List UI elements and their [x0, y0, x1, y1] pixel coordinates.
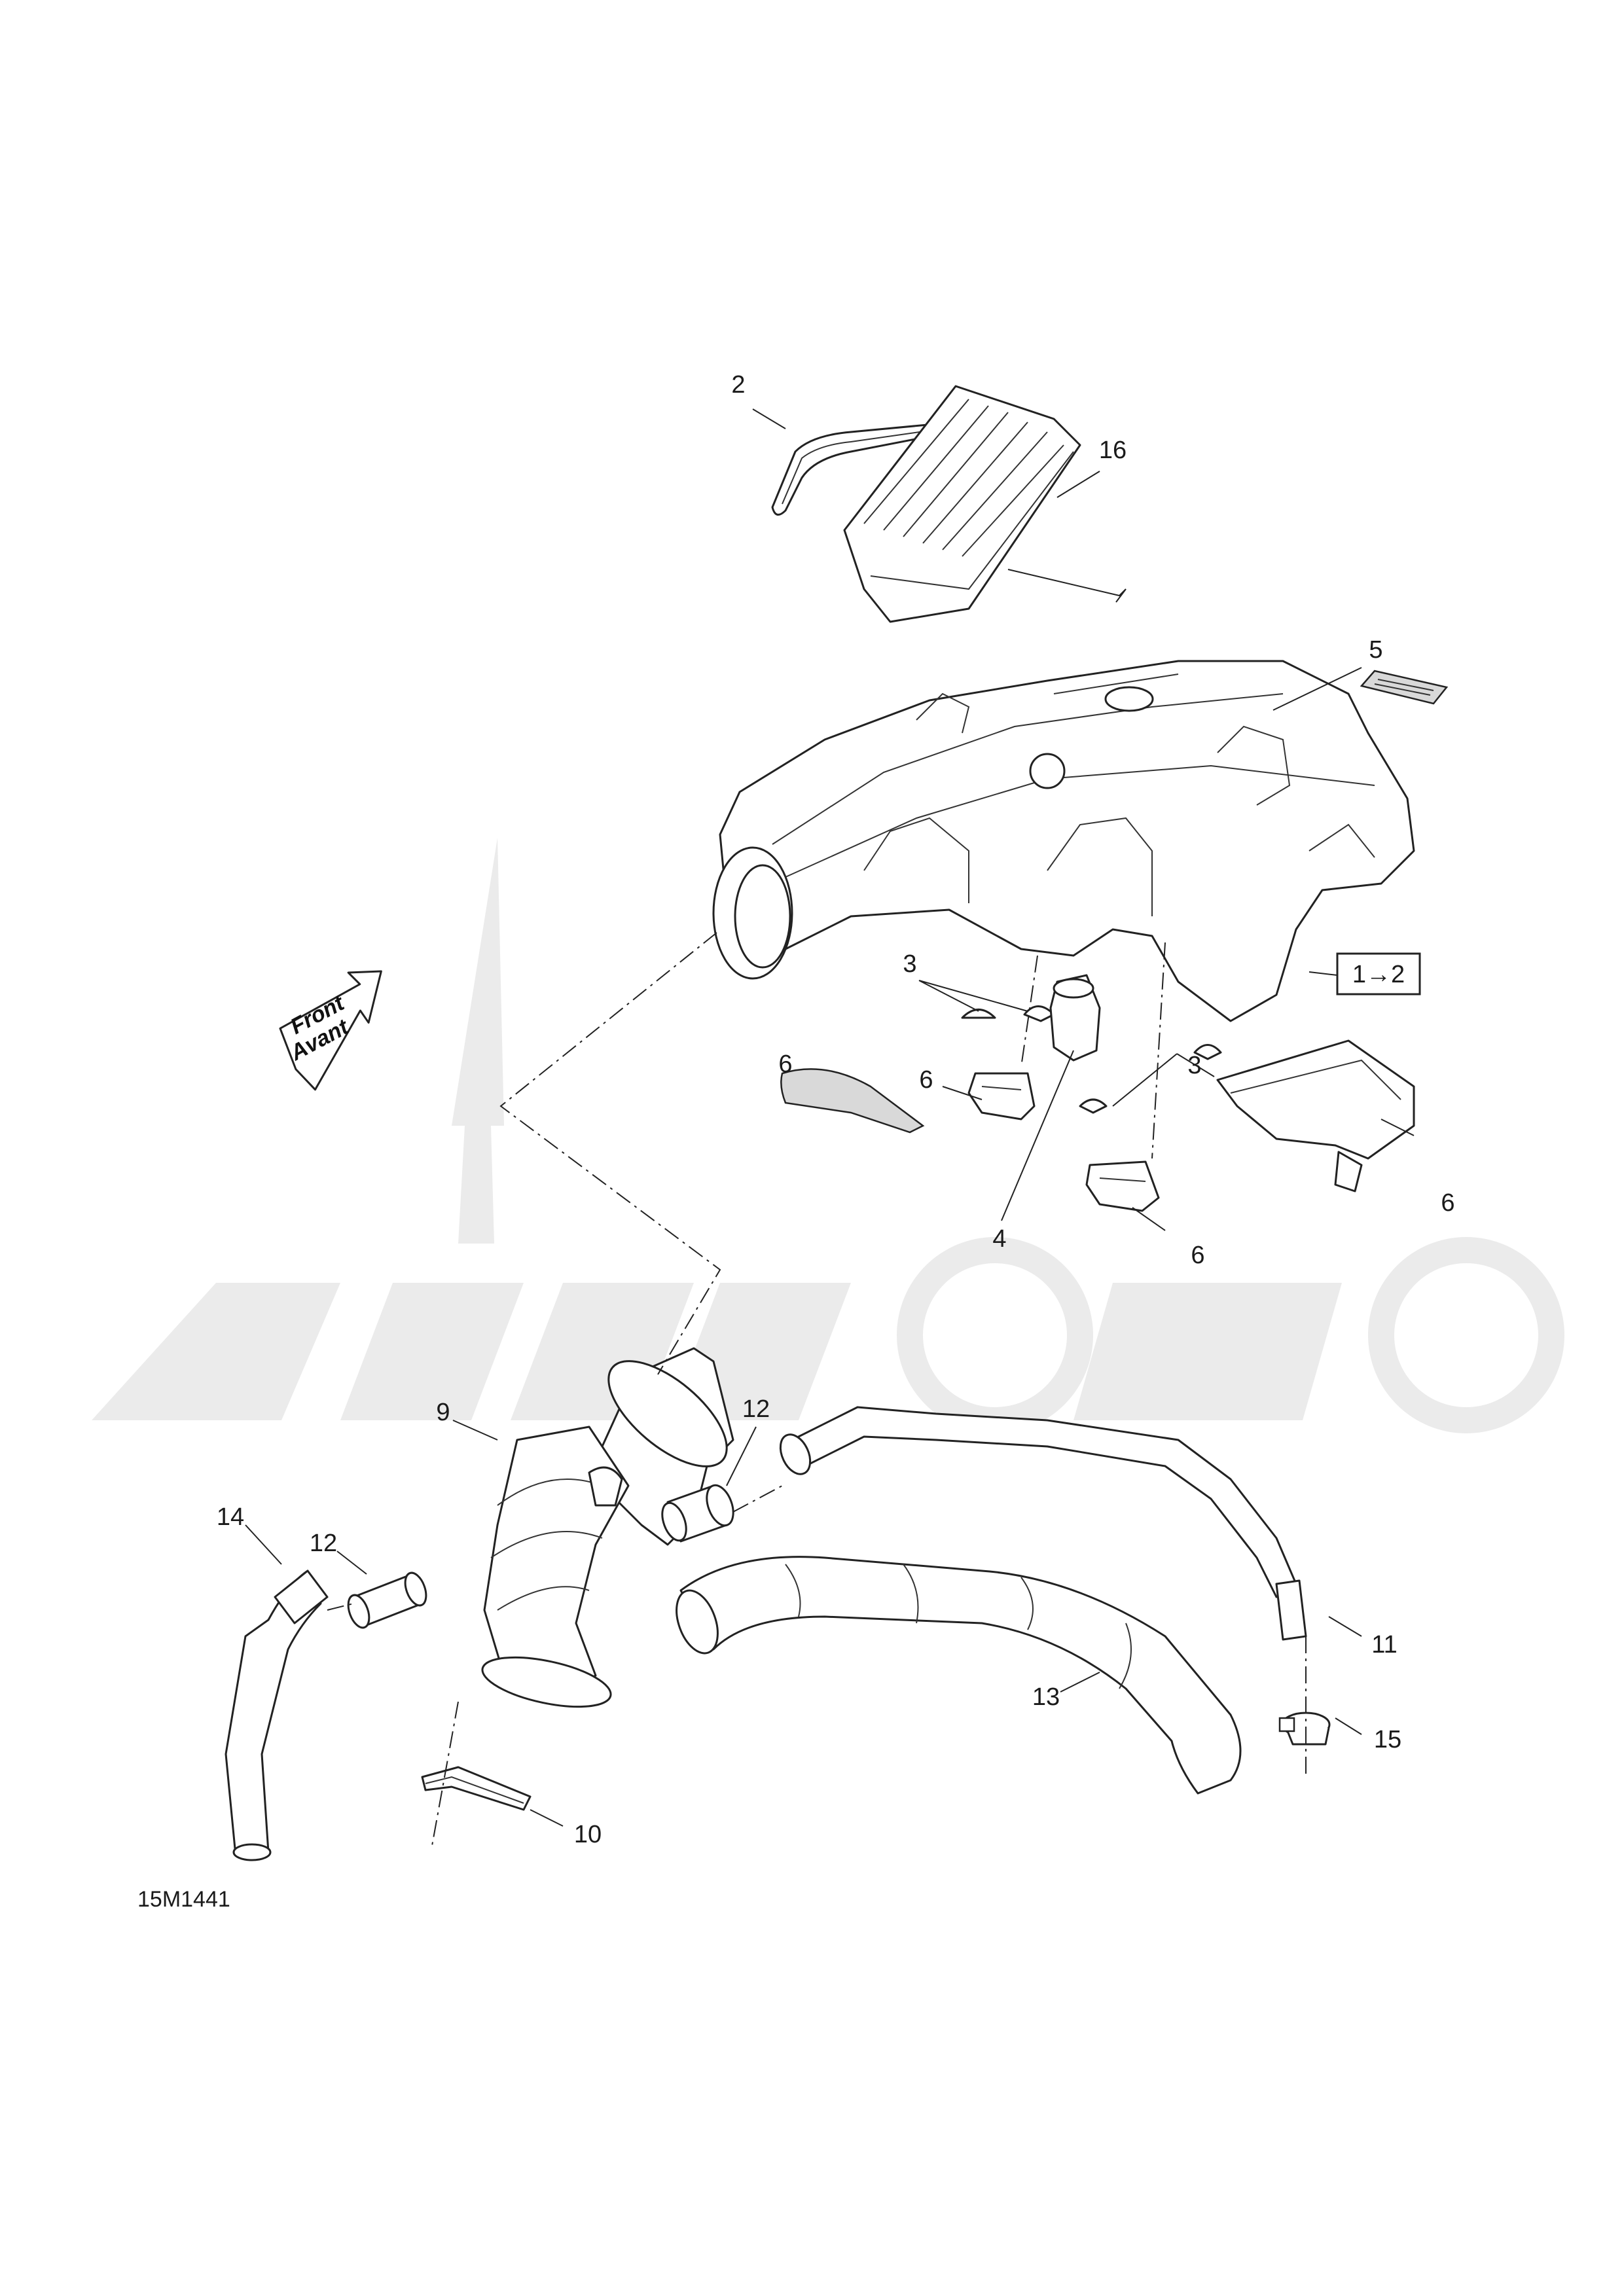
part-clamp-10	[421, 1766, 532, 1811]
callout-13: 13	[1032, 1683, 1060, 1711]
callout-2: 2	[731, 371, 745, 399]
part-shield-6a	[780, 1068, 925, 1134]
watermark	[92, 838, 1564, 1433]
callout-6d: 6	[1191, 1242, 1204, 1269]
callout-3b: 3	[1187, 1052, 1201, 1079]
part-hose-13	[676, 1556, 1242, 1795]
part-hose-14	[225, 1570, 329, 1861]
callout-6c: 6	[1441, 1189, 1454, 1217]
part-fitting-12a	[661, 1484, 734, 1543]
callout-6a: 6	[778, 1050, 792, 1078]
ratio-box-label: 1→2	[1352, 961, 1405, 988]
callout-6b: 6	[919, 1066, 933, 1094]
callout-4: 4	[992, 1225, 1006, 1253]
part-shield-6d	[1216, 1039, 1415, 1193]
part-intake-boot-9	[481, 1347, 734, 1708]
leader-lines	[245, 408, 1415, 1827]
drawing-code: 15M1441	[137, 1887, 230, 1912]
part-fitting-12b	[347, 1571, 427, 1629]
front-arrow: Front Avant	[279, 970, 382, 1091]
part-air-filter-16	[843, 385, 1081, 623]
callout-10: 10	[574, 1821, 602, 1848]
callout-12a: 12	[742, 1395, 770, 1423]
part-bracket-6c	[1085, 1160, 1160, 1212]
callout-11: 11	[1371, 1631, 1397, 1659]
callout-3a: 3	[903, 950, 916, 978]
callout-14: 14	[217, 1503, 244, 1531]
ratio-box: 1→2	[1336, 952, 1421, 996]
callout-5: 5	[1369, 636, 1382, 664]
part-label-5	[1360, 670, 1449, 705]
part-tube-11	[779, 1406, 1307, 1641]
callouts: 2 16 5 3 3 6 6 6 6 4 9 12 12 14 11 13 15…	[217, 371, 1455, 1848]
callout-16: 16	[1099, 437, 1127, 464]
part-grommet-4	[1049, 974, 1101, 1062]
callout-9: 9	[436, 1399, 450, 1426]
callout-15: 15	[1374, 1726, 1401, 1753]
part-bracket-6b	[967, 1072, 1036, 1121]
assembly-lines	[327, 932, 1307, 1846]
part-air-box-housing	[712, 660, 1415, 1022]
part-clips-3	[961, 1005, 1222, 1114]
part-clamp-15	[1278, 1712, 1331, 1746]
callout-12b: 12	[310, 1530, 337, 1557]
